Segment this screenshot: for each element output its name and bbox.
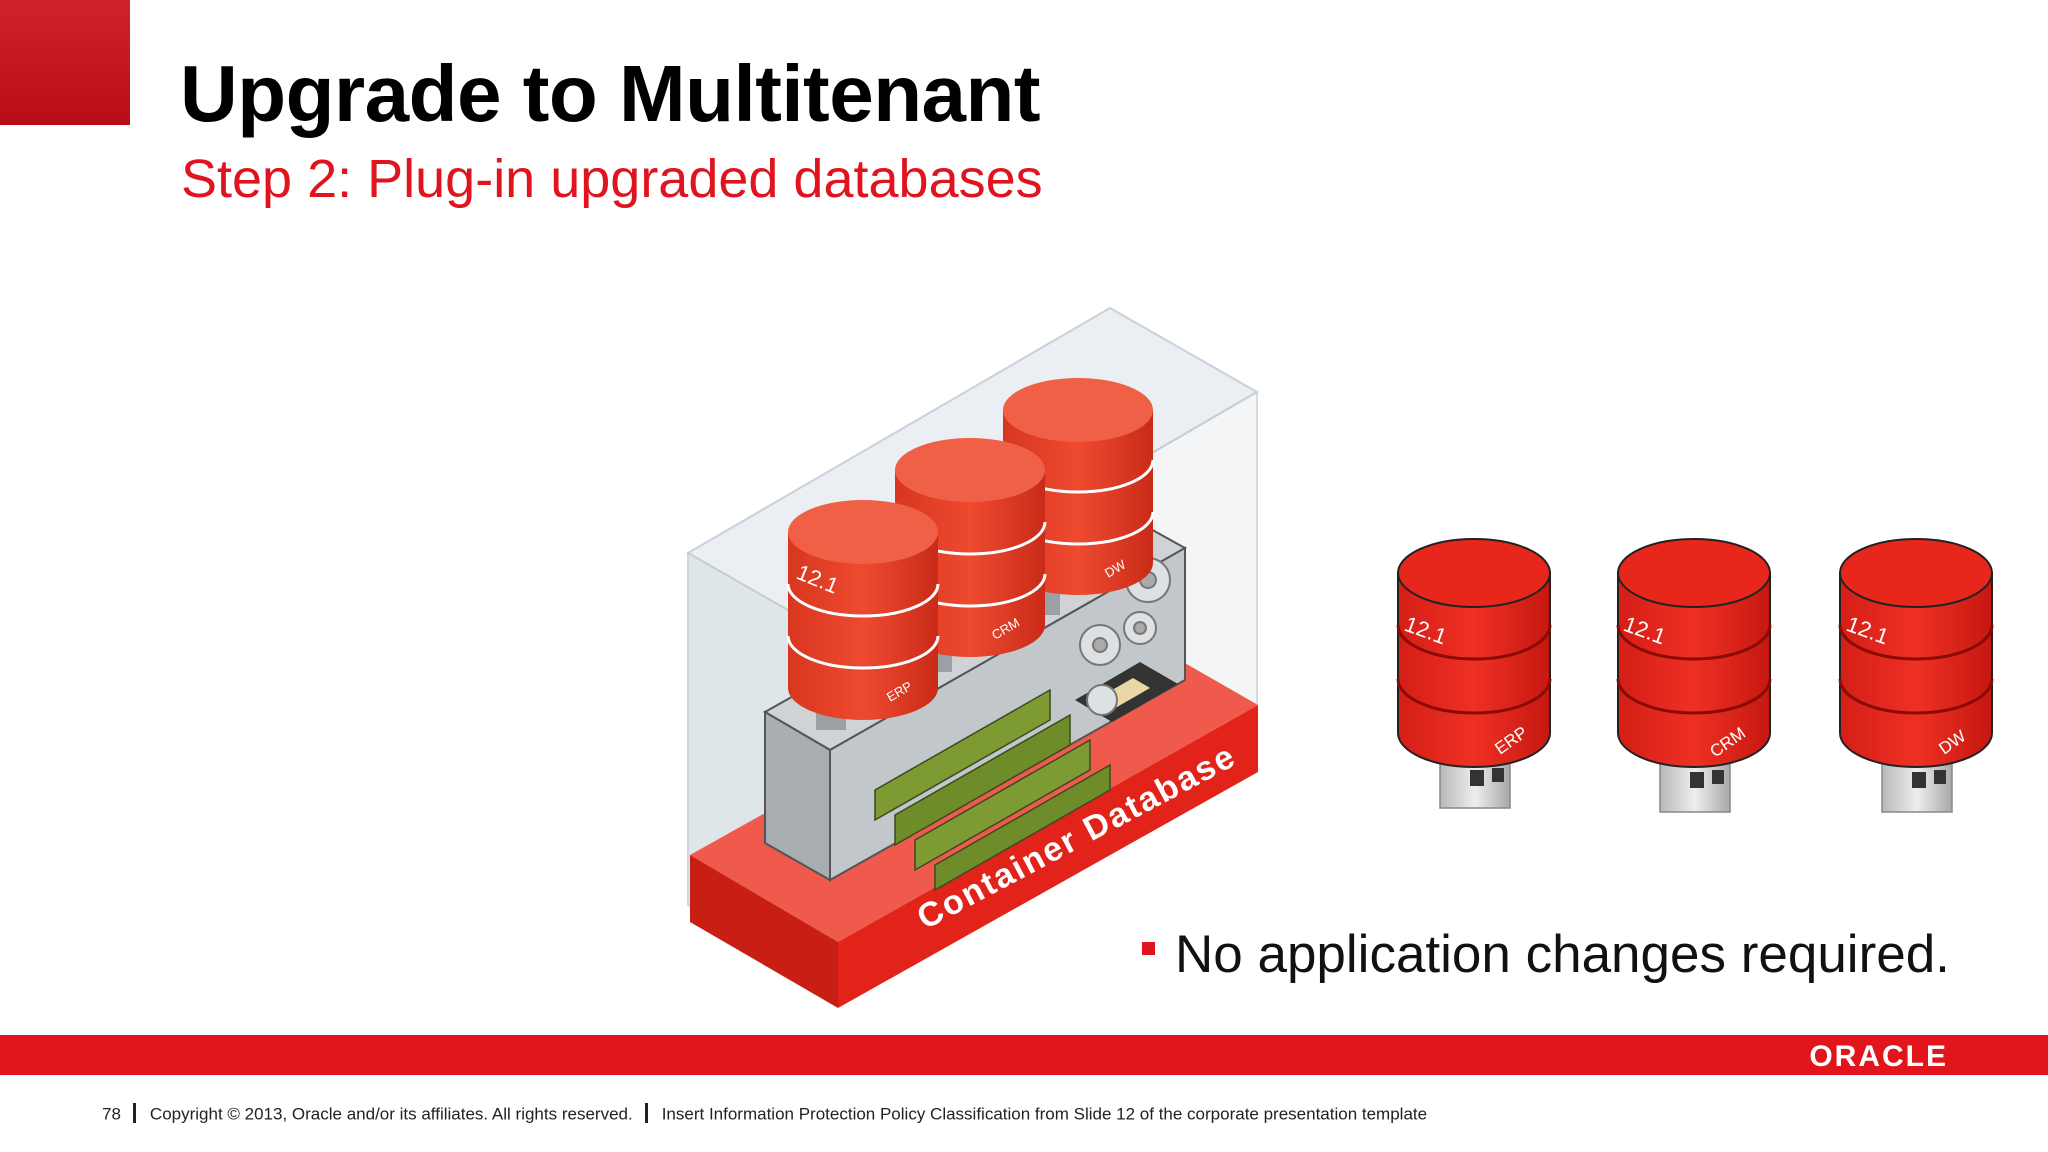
cdb-cylinder-erp [786,500,940,720]
footer-separator [132,1102,136,1123]
container-database-graphic: 12.1 ERP CRM DW Container Database [685,306,1260,1008]
usb-pdb-erp: 12.1 ERP [1396,538,1552,809]
usb-pdb-crm: 12.1 CRM [1616,538,1772,813]
slide-title: Upgrade to Multitenant [180,49,1041,138]
memory-modules [874,688,1111,892]
bullet-square-icon [1142,942,1155,955]
base-left [690,855,838,1008]
base-front [838,705,1258,1008]
footer: 78 Copyright © 2013, Oracle and/or its af… [102,1102,1428,1125]
slide-subtitle: Step 2: Plug-in upgraded databases [181,149,1043,209]
bullet-text: No application changes required. [1175,925,1950,984]
footer-bar [0,1035,2048,1075]
oracle-logo: ORACLE [1809,1040,1948,1073]
footer-separator [644,1102,648,1123]
usb-pdb-dw: 12.1 DW [1838,538,1994,813]
copyright-text: Copyright © 2013, Oracle and/or its affi… [149,1104,633,1124]
bullet-item: No application changes required. [1142,924,1950,985]
classification-text: Insert Information Protection Policy Cla… [661,1104,1428,1124]
corner-accent-block [0,0,130,125]
page-number: 78 [102,1104,121,1124]
